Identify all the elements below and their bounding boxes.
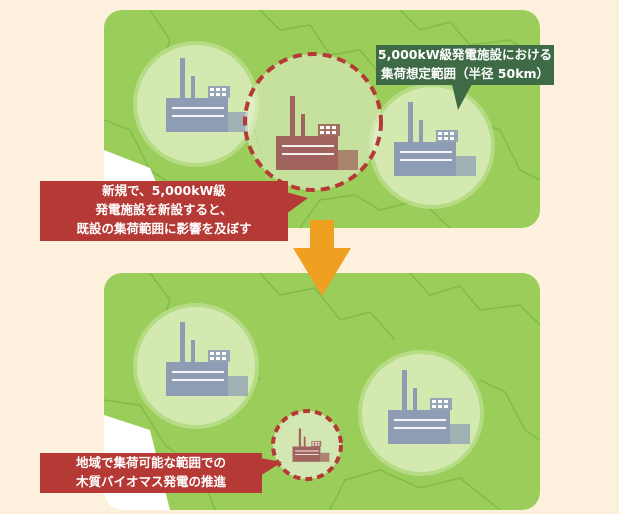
callout-new-plant-impact-bg	[40, 181, 308, 241]
callout-text: 既設の集荷範囲に影響を及ぼす	[76, 221, 252, 236]
callout-local-promotion: 地域で集荷可能な範囲での 木質バイオマス発電の推進	[40, 453, 262, 493]
bottom-existing-plant-right	[358, 350, 484, 476]
callout-text: 発電施設を新設すると、	[95, 202, 233, 217]
callout-collection-range: 5,000kW級発電施設における 集荷想定範囲（半径 50km）	[376, 45, 554, 85]
callout-text: 新規で、5,000kW級	[102, 183, 226, 198]
callout-text: 5,000kW級発電施設における	[377, 47, 553, 62]
bottom-small-new-plant	[271, 409, 343, 481]
bottom-existing-plant-left	[133, 303, 259, 429]
top-existing-plant-left	[133, 41, 259, 167]
top-existing-plant-right	[369, 83, 495, 209]
callout-text: 木質バイオマス発電の推進	[75, 474, 226, 489]
callout-new-plant-impact: 新規で、5,000kW級 発電施設を新設すると、 既設の集荷範囲に影響を及ぼす	[40, 181, 288, 241]
callout-text: 集荷想定範囲（半径 50km）	[380, 66, 550, 81]
top-new-plant	[243, 52, 383, 192]
callout-collection-range-bg	[376, 45, 554, 110]
arrow-down-icon	[293, 220, 351, 296]
callout-text: 地域で集荷可能な範囲での	[75, 455, 226, 470]
callout-local-promotion-bg	[40, 453, 282, 493]
